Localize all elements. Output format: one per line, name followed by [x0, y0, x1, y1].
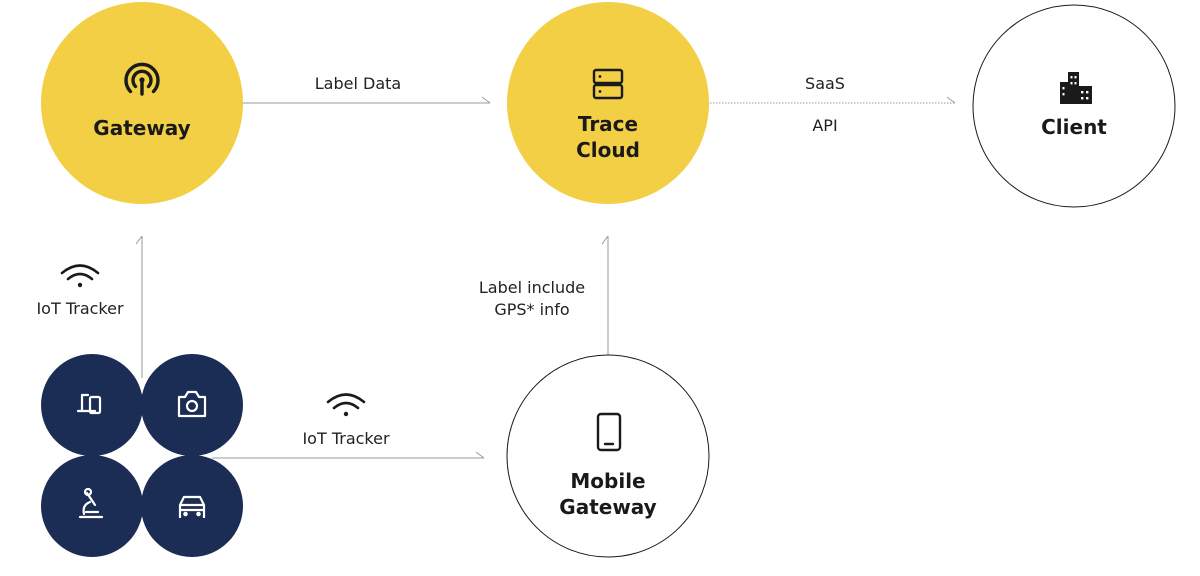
- gateway-circle: [41, 2, 243, 204]
- client-title: Client: [1041, 115, 1107, 139]
- edge-label-gps-line2: GPS* info: [494, 300, 569, 319]
- trace-cloud-circle: [507, 2, 709, 204]
- arrowhead-mobile-to-cloud: [601, 235, 609, 245]
- smartphone-icon: [596, 412, 622, 452]
- edge-label-iot-tracker-bottom: IoT Tracker: [302, 429, 390, 448]
- edge-label-api: API: [812, 116, 837, 135]
- trace-cloud-title-line1: Trace: [578, 112, 638, 136]
- car-icon: [178, 495, 206, 518]
- edge-label-label-data: Label Data: [315, 74, 401, 93]
- arrowhead-cloud-to-client: [946, 96, 956, 104]
- building-icon: [1060, 72, 1092, 104]
- edge-label-saas: SaaS: [805, 74, 845, 93]
- device-circle-camera: [141, 354, 243, 456]
- devices-icon: [76, 393, 102, 415]
- arrowhead-devices-to-gateway: [135, 235, 143, 245]
- arrowhead-gateway-to-cloud: [481, 96, 491, 104]
- client-node: Client: [972, 4, 1176, 208]
- arrowhead-devices-to-mobile: [475, 451, 485, 459]
- mobile-gateway-title-line2: Gateway: [559, 495, 656, 519]
- edge-label-iot-tracker-left: IoT Tracker: [36, 299, 124, 318]
- trace-cloud-title-line2: Cloud: [576, 138, 640, 162]
- gateway-node: Gateway: [41, 2, 243, 204]
- device-circle-microscope: [41, 455, 143, 557]
- camera-icon: [177, 390, 207, 418]
- mobile-gateway-node: Mobile Gateway: [506, 354, 710, 558]
- broadcast-icon: [124, 62, 160, 96]
- edge-label-gps-line1: Label include: [479, 278, 585, 297]
- device-circle-devices: [41, 354, 143, 456]
- mobile-gateway-title-line1: Mobile: [570, 469, 645, 493]
- mobile-gateway-circle: [506, 354, 710, 558]
- connectors: [135, 96, 956, 459]
- gateway-title: Gateway: [93, 116, 190, 140]
- trace-cloud-node: Trace Cloud: [507, 2, 709, 204]
- device-cluster: [41, 354, 243, 557]
- client-circle: [972, 4, 1176, 208]
- server-icon: [592, 68, 624, 100]
- microscope-icon: [78, 487, 104, 519]
- wifi-icon: [60, 264, 100, 288]
- wifi-icon: [326, 393, 366, 417]
